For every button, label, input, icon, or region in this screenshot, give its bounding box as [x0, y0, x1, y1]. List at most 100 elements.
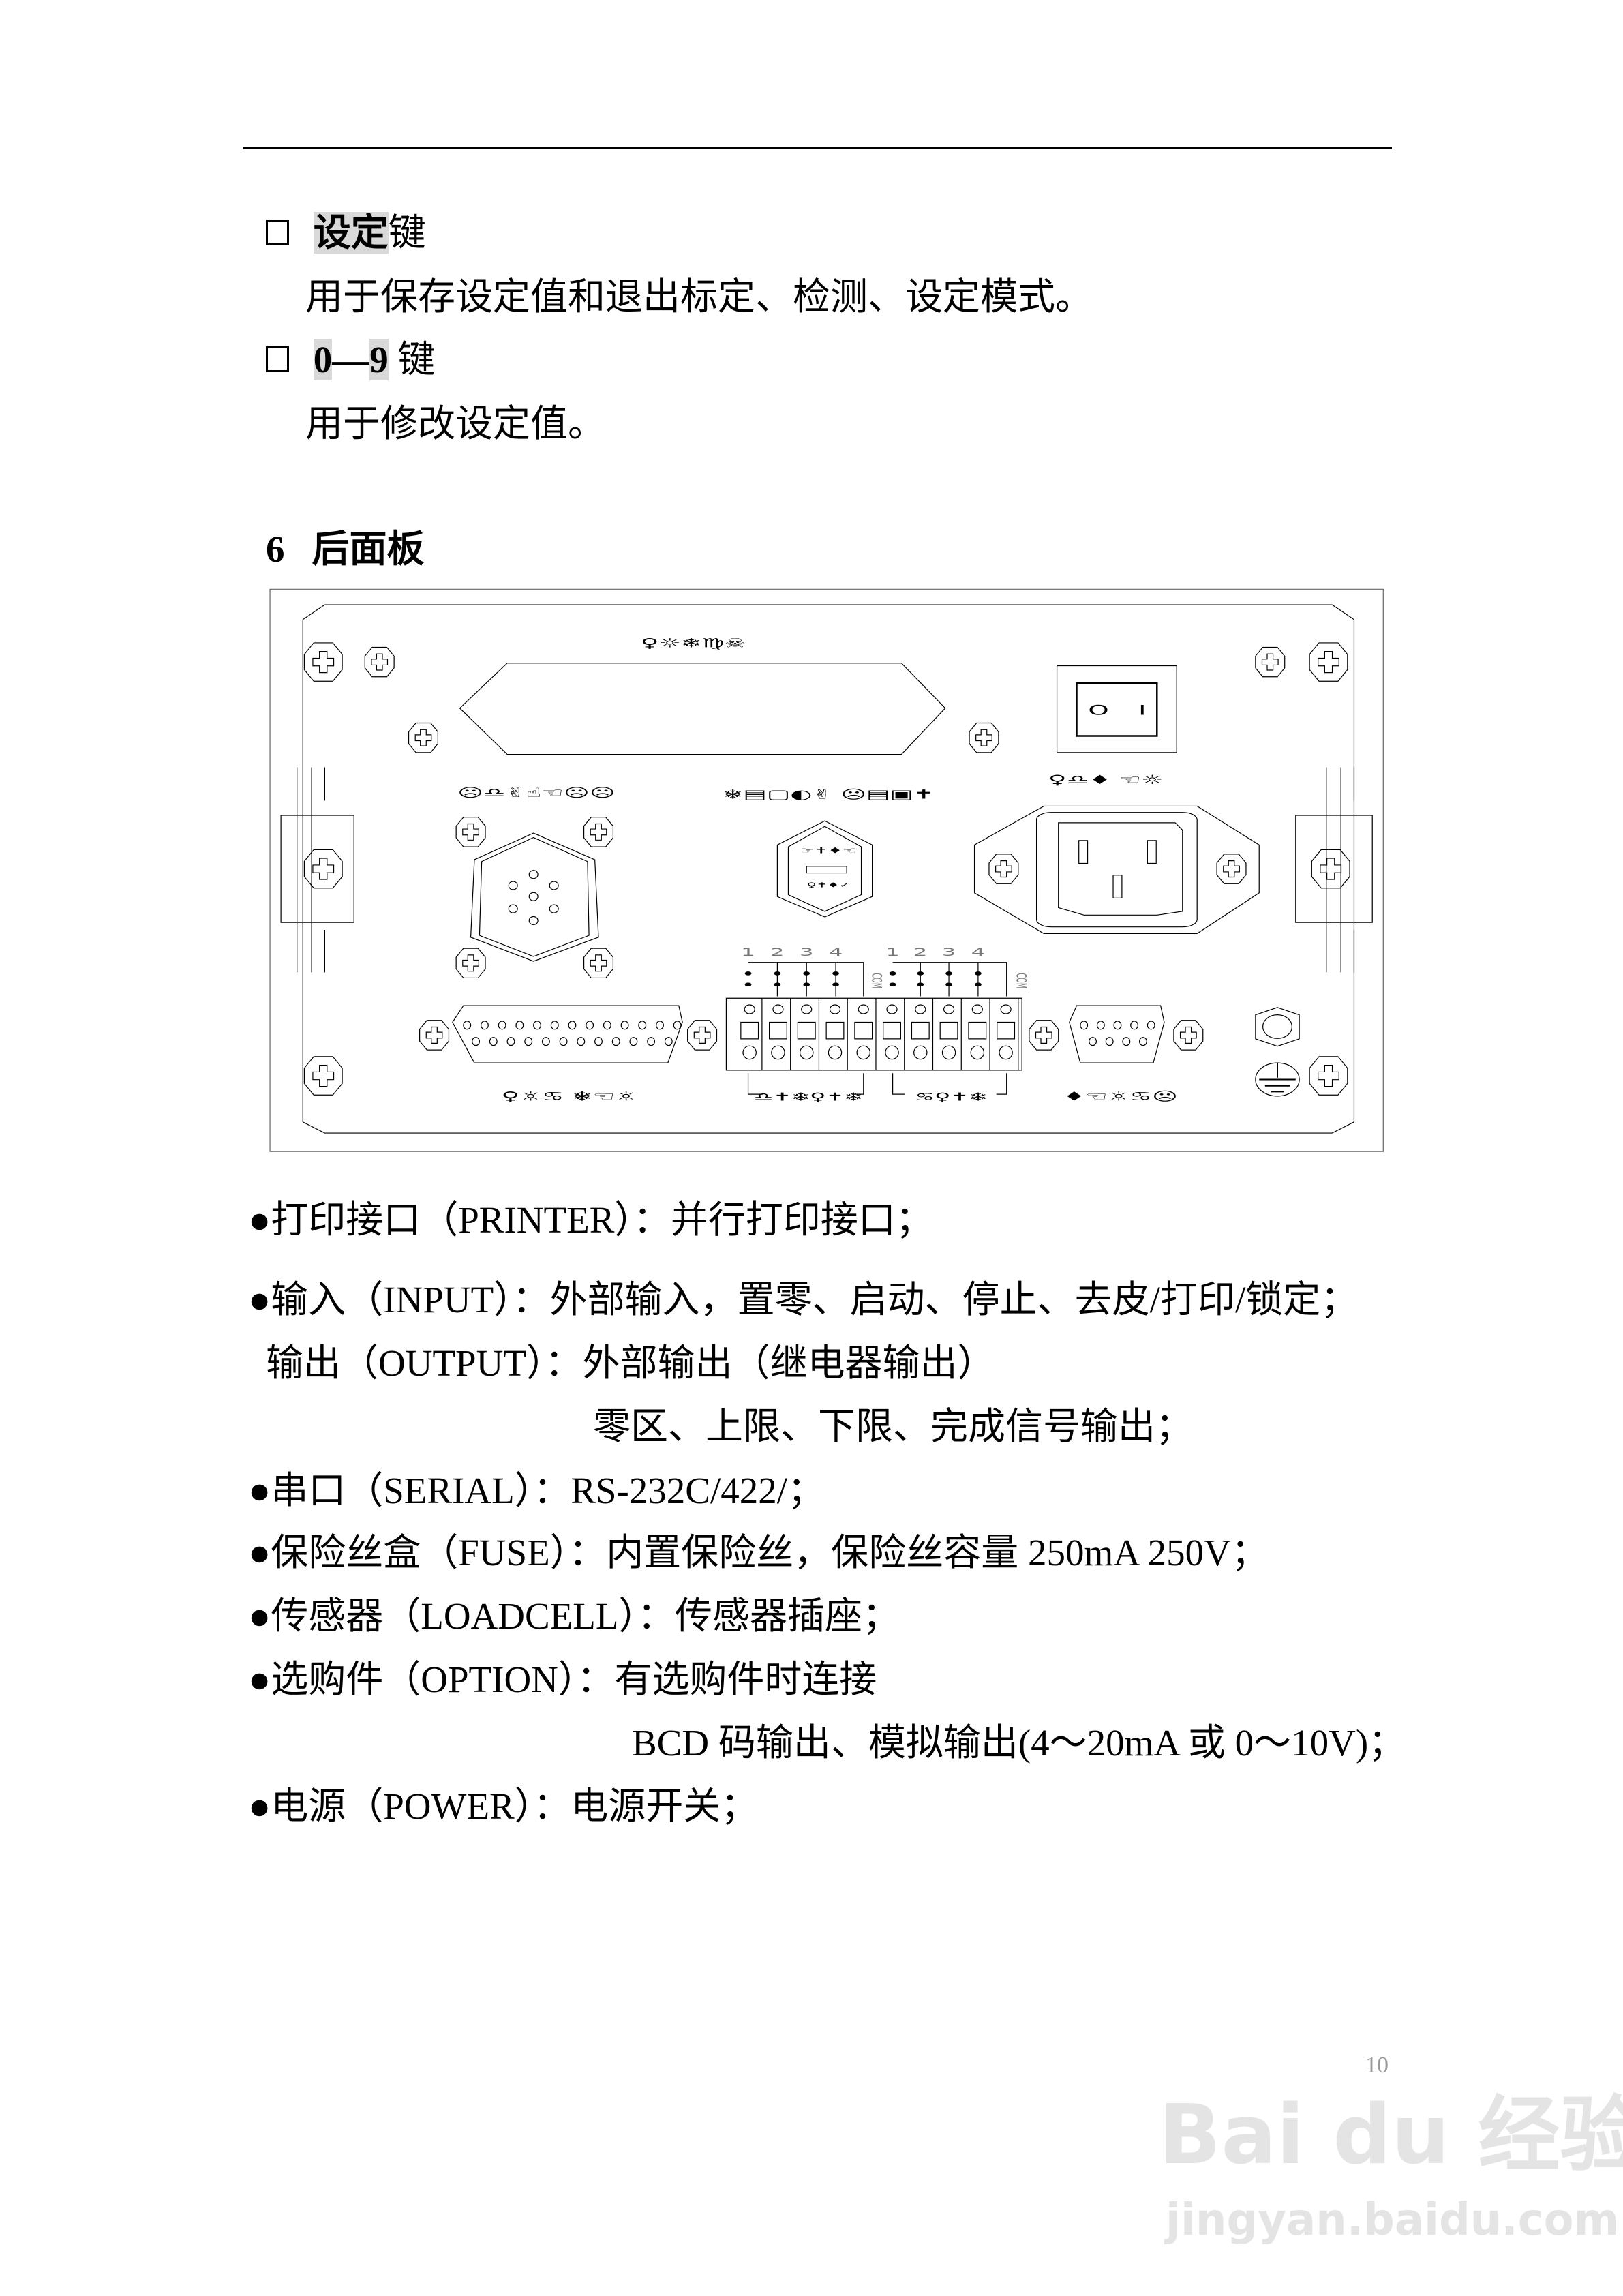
pin	[595, 1038, 603, 1046]
terminal-number: 2	[913, 946, 927, 958]
screw-icon	[584, 948, 613, 978]
pin	[560, 1038, 567, 1046]
terminal-screw	[997, 1022, 1015, 1038]
terminal-screw	[855, 1022, 873, 1038]
dip-dot	[890, 983, 896, 986]
power-label: ♀♎♦ ☜☼	[1048, 772, 1164, 787]
bullet-output-cont: 零区、上限、下限、完成信号输出；	[593, 1406, 1194, 1447]
bullet-loadcell: ●传感器（LOADCELL）：传感器插座；	[248, 1595, 900, 1637]
screw-icon	[365, 647, 394, 676]
fuse-label-bottom: ♀✝♦✓	[807, 881, 851, 889]
bullet-serial: ●串口（SERIAL）：RS-232C/422/；	[248, 1470, 825, 1511]
input-label: ♎✝❄♀✝❄	[753, 1091, 862, 1104]
terminal-hole	[887, 1005, 897, 1014]
terminal-hole	[772, 1046, 785, 1059]
pin	[529, 916, 538, 924]
fuse-holder	[777, 821, 872, 917]
ground-icon	[1259, 1063, 1296, 1091]
checkbox-icon	[266, 220, 289, 245]
power-switch-housing	[1057, 666, 1177, 753]
terminal-hole	[914, 1046, 927, 1059]
power-socket	[975, 806, 1260, 933]
terminal-hole	[830, 1005, 840, 1014]
screw-icon	[304, 1057, 342, 1095]
pin	[568, 1021, 576, 1029]
terminal-hole	[743, 1046, 756, 1059]
dip-dot	[774, 983, 780, 986]
terminal-number: 4	[971, 946, 985, 958]
key-suffix: 键	[388, 212, 426, 254]
pin	[1089, 1038, 1097, 1046]
pin	[498, 1021, 506, 1029]
screw-icon	[1029, 1021, 1059, 1050]
header-rule	[243, 147, 1392, 149]
dip-dot	[946, 983, 952, 986]
dip-dot	[804, 983, 810, 986]
dip-dot	[745, 972, 751, 975]
section-title: 后面板	[312, 528, 425, 570]
screw-icon	[989, 854, 1018, 883]
screw-icon	[420, 1021, 449, 1050]
key-suffix: 键	[388, 339, 436, 380]
bullet-power: ●电源（POWER）：电源开关；	[248, 1785, 759, 1827]
terminal-number: 1	[885, 946, 899, 958]
screw-icon	[456, 817, 485, 847]
bullet-printer: ●打印接口（PRINTER）：并行打印接口；	[248, 1199, 933, 1241]
dip-dot	[833, 972, 839, 975]
terminal-screw	[741, 1022, 759, 1038]
terminal-number: 3	[942, 946, 956, 958]
switch-off-mark: O	[1088, 703, 1108, 718]
screw-icon	[304, 643, 342, 681]
pin	[507, 1038, 515, 1046]
terminal-screw	[911, 1022, 929, 1038]
rs-label: ♦☜☼♋☹	[1063, 1089, 1178, 1104]
screw-icon	[1309, 1057, 1348, 1095]
terminal-number: 2	[770, 946, 784, 958]
terminal-hole	[744, 1005, 755, 1014]
pin	[534, 1021, 541, 1029]
serial-db25-port	[453, 1006, 682, 1063]
pin	[543, 1038, 550, 1046]
key-to: 9	[369, 339, 389, 380]
bullet-input: ●输入（INPUT）：外部输入，置零、启动、停止、去皮/打印/锁定；	[248, 1279, 1359, 1320]
dip-dot	[774, 972, 780, 975]
terminal-hole	[828, 1046, 841, 1059]
pin	[621, 1021, 628, 1029]
pin	[639, 1021, 646, 1029]
screw-icon	[969, 723, 999, 753]
fuse-label-top: ☞✝♦☜	[800, 846, 857, 855]
pin	[529, 892, 538, 901]
ground-terminal	[1256, 1008, 1299, 1046]
screw-icon	[688, 1021, 717, 1050]
panel-frame	[270, 589, 1383, 1151]
terminal-hole	[773, 1005, 783, 1014]
baidu-watermark-url: jingyan.baidu.com	[1166, 2195, 1620, 2246]
printer-label: ♀☼❄♍☠	[641, 635, 746, 650]
pin	[525, 1038, 532, 1046]
pin	[673, 1021, 681, 1029]
key-description: 用于修改设定值。	[305, 403, 606, 444]
dip-dot	[917, 972, 924, 975]
screw-icon	[1217, 854, 1246, 883]
pin	[489, 1038, 497, 1046]
bullet-option: ●选购件（OPTION）：有选购件时连接	[248, 1659, 877, 1700]
screw-icon	[1174, 1021, 1203, 1050]
checkbox-icon	[266, 346, 289, 372]
pin	[586, 1021, 594, 1029]
screw-icon	[456, 948, 485, 978]
terminal-hole	[972, 1005, 982, 1014]
terminal-hole	[915, 1005, 926, 1014]
pin	[603, 1021, 611, 1029]
terminal-screw	[770, 1022, 787, 1038]
screw-icon	[304, 849, 342, 888]
pin	[656, 1021, 664, 1029]
terminal-hole	[802, 1005, 812, 1014]
dip-dot	[946, 972, 952, 975]
panel-plate	[303, 605, 1354, 1133]
key-item-set: 设定键	[266, 211, 426, 255]
terminal-screw	[969, 1022, 986, 1038]
key-from: 0	[313, 339, 333, 380]
pin	[1097, 1021, 1104, 1029]
bullet-option-cont: BCD 码输出、模拟输出(4～20mA 或 0～10V)；	[632, 1722, 1406, 1764]
pin	[1114, 1021, 1121, 1029]
